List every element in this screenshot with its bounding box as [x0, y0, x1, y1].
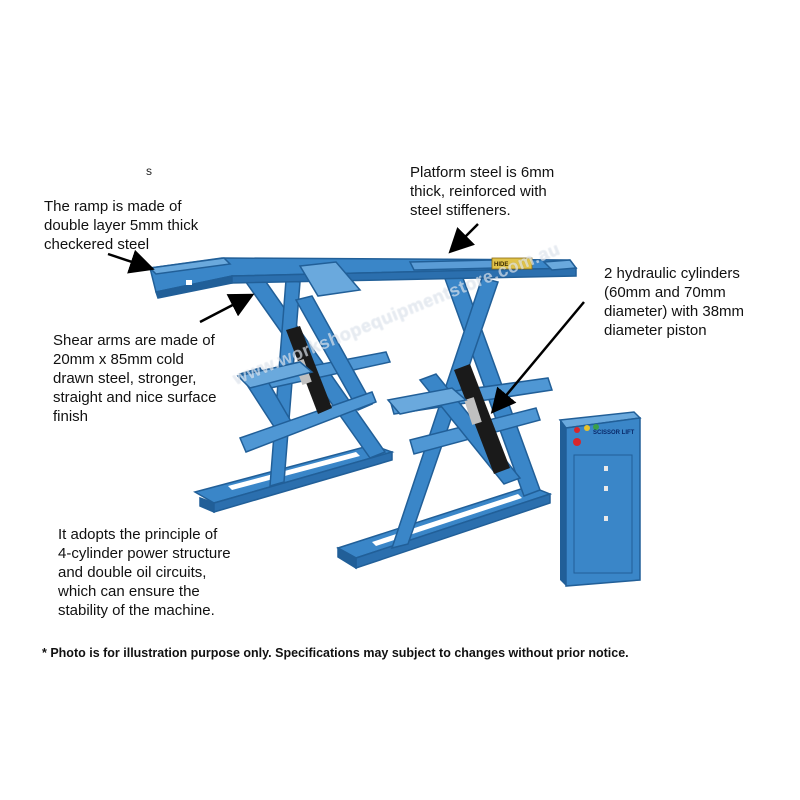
left-platform-lowered-pad: [236, 361, 314, 389]
brand-plate-label: HIDE: [494, 262, 509, 268]
emergency-stop-button: [573, 438, 581, 446]
stray-character: s: [146, 164, 152, 178]
console-label: SCISSOR LIFT: [593, 430, 635, 436]
console-lock-middle: [604, 486, 608, 491]
lift-platform-deck: [148, 257, 578, 299]
console-panel-door: [573, 454, 633, 574]
console-lock-bottom: [604, 516, 608, 521]
cylinders-annotation: 2 hydraulic cylinders (60mm and 70mm dia…: [604, 265, 745, 339]
right-base-frame: [336, 485, 553, 570]
control-console: [558, 411, 642, 587]
right-hydraulic-cylinder: [454, 364, 510, 474]
disclaimer-text: * Photo is for illustration purpose only…: [42, 646, 629, 660]
annotation-arrows: [107, 223, 585, 414]
console-button-yellow: [584, 425, 590, 431]
arrow-platform: [448, 223, 479, 254]
console-button-red: [574, 427, 580, 433]
right-platform-lowered-pad: [386, 387, 468, 415]
platform-annotation: Platform steel is 6mm thick, reinforced …: [410, 164, 555, 219]
principle-annotation: It adopts the principle of 4-cylinder po…: [58, 526, 231, 619]
console-lock-top: [604, 466, 608, 471]
arrow-ramp: [107, 249, 155, 274]
arrow-cylinder: [490, 301, 585, 414]
brand-plate: [491, 257, 533, 270]
console-button-green: [593, 424, 599, 430]
shear-arms-annotation: Shear arms are made of 20mm x 85mm cold …: [53, 332, 217, 425]
left-base-frame: [193, 444, 395, 514]
arrow-shear-arm: [199, 293, 255, 324]
ramp-annotation: The ramp is made of double layer 5mm thi…: [44, 198, 199, 253]
